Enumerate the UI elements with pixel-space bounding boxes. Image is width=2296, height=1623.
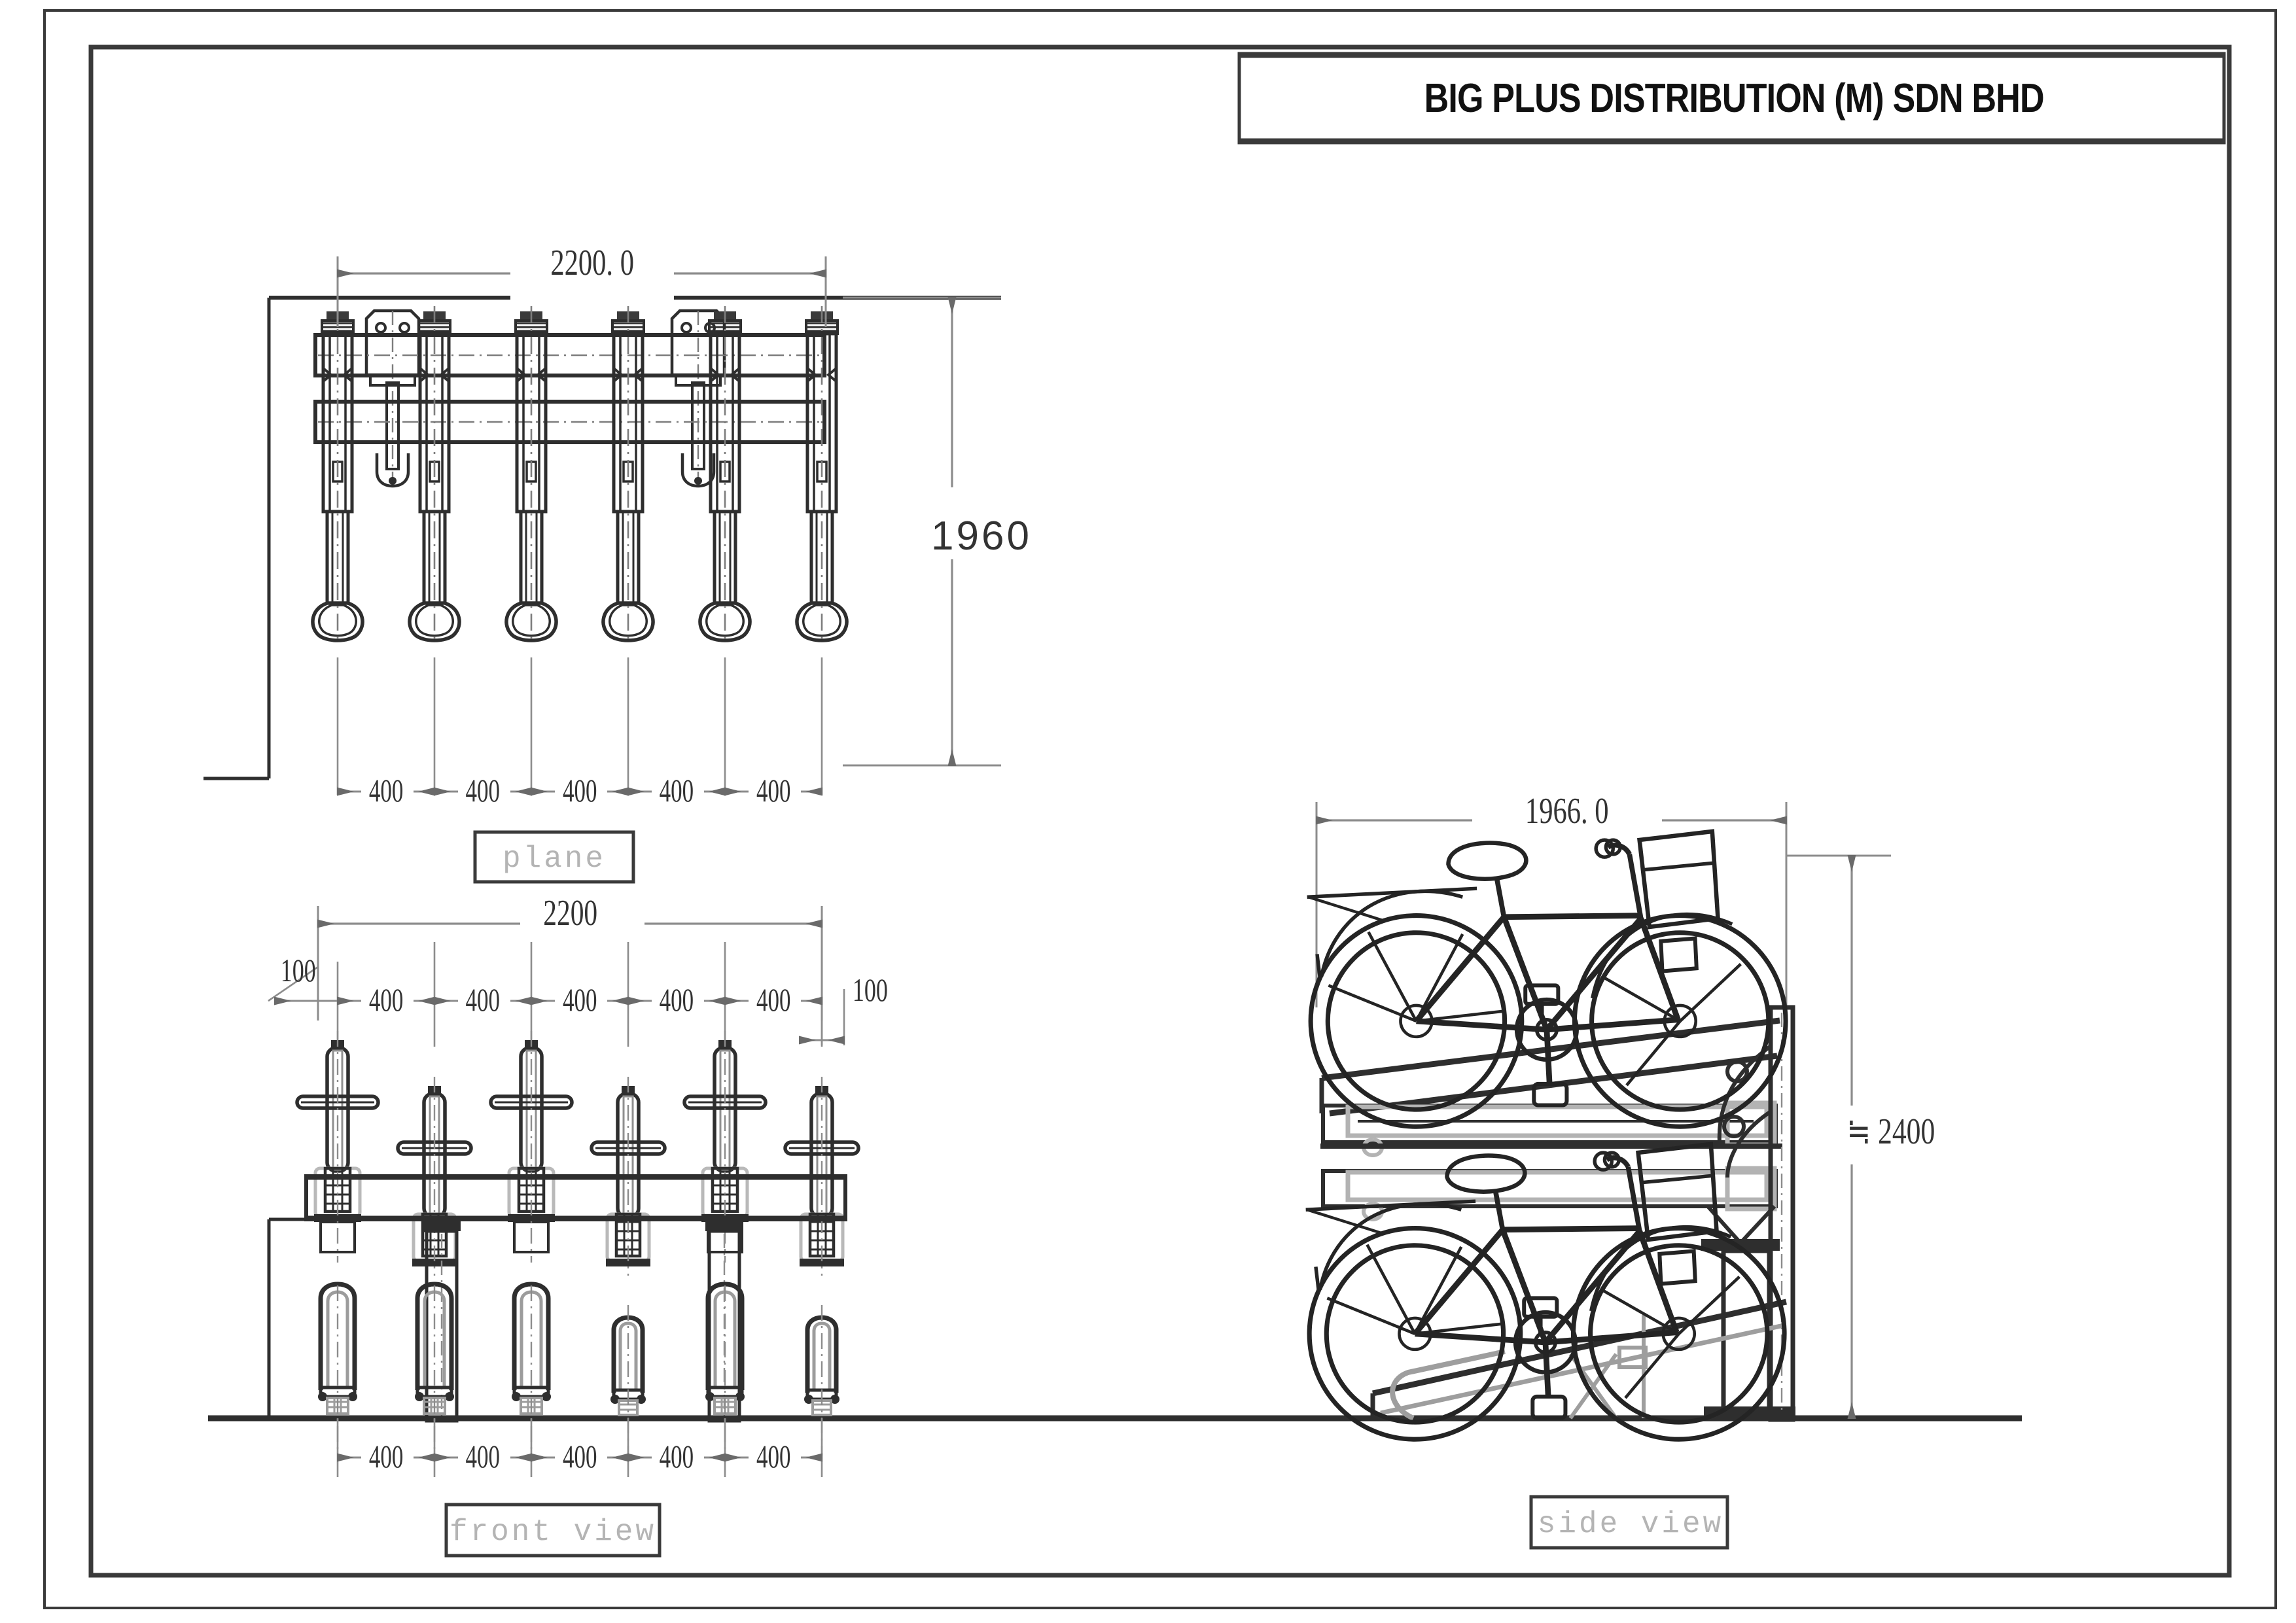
title-block: BIG PLUS DISTRIBUTION (M) SDN BHD <box>1237 52 2226 145</box>
sheet-inner-border <box>88 44 2232 1578</box>
front-top-pitch-chain: 400 400 400 400 400 <box>336 942 823 1047</box>
front-bottom-pitch-value: 400 <box>369 1439 403 1475</box>
side-label-text: side view <box>1538 1507 1723 1541</box>
front-right-margin-value: 100 <box>853 972 888 1008</box>
plane-pitch-dimension-chain: 400 400 400 400 400 <box>336 657 823 814</box>
front-label-text: front view <box>450 1515 656 1549</box>
plane-overall-width-dimension: 2200. 0 <box>336 242 827 327</box>
side-overall-height-dimension: ≒ 2400 <box>1786 854 1989 1419</box>
plane-overall-width-value: 2200. 0 <box>550 242 634 283</box>
front-top-pitch-value: 400 <box>563 983 597 1018</box>
side-upper-tray <box>1319 1017 1782 1251</box>
side-overall-length-dimension: 1966. 0 <box>1315 790 1788 1007</box>
plane-pitch-value: 400 <box>466 773 500 809</box>
front-bottom-pitch-value: 400 <box>756 1439 790 1475</box>
plane-label-box <box>473 830 635 884</box>
plane-overall-height-value: 1960 <box>931 514 1032 559</box>
plane-view-label: plane <box>473 830 635 884</box>
front-label-box <box>444 1503 662 1558</box>
plane-cross-rails <box>313 333 826 444</box>
side-label-box <box>1529 1495 1729 1550</box>
plane-pitch-value: 400 <box>369 773 403 809</box>
plane-overall-height-dimension: 1960 <box>843 296 1067 767</box>
side-view-label: side view <box>1529 1495 1729 1550</box>
side-overall-height-value: ≒ 2400 <box>1846 1111 1935 1151</box>
plane-label-text: plane <box>503 842 606 876</box>
front-bottom-pitch-chain: 400 400 400 400 400 <box>336 1418 823 1480</box>
front-left-margin-value: 100 <box>281 952 316 988</box>
view-plane: 2200. 0 1960 400 400 <box>203 242 1067 884</box>
front-top-pitch-value: 400 <box>369 983 403 1018</box>
front-top-pitch-value: 400 <box>660 983 694 1018</box>
front-platform <box>267 1174 847 1416</box>
front-view-label: front view <box>444 1503 662 1558</box>
sheet-outer-border <box>43 9 2277 1609</box>
front-bottom-pitch-value: 400 <box>466 1439 500 1475</box>
company-title: BIG PLUS DISTRIBUTION (M) SDN BHD <box>1424 76 2044 121</box>
front-overall-width-value: 2200 <box>543 892 597 934</box>
view-side: 1966. 0 ≒ 2400 <box>1306 790 1989 1550</box>
front-bottom-pitch-value: 400 <box>563 1439 597 1475</box>
plane-pitch-value: 400 <box>563 773 597 809</box>
plane-pitch-value: 400 <box>756 773 790 809</box>
front-top-pitch-value: 400 <box>466 983 500 1018</box>
front-left-margin-dimension: 100 <box>268 952 338 1005</box>
front-top-pitch-value: 400 <box>756 983 790 1018</box>
view-front: 2200 100 100 <box>208 892 2022 1558</box>
side-overall-length-value: 1966. 0 <box>1525 790 1609 831</box>
front-bottom-pitch-value: 400 <box>660 1439 694 1475</box>
plane-pitch-value: 400 <box>660 773 694 809</box>
